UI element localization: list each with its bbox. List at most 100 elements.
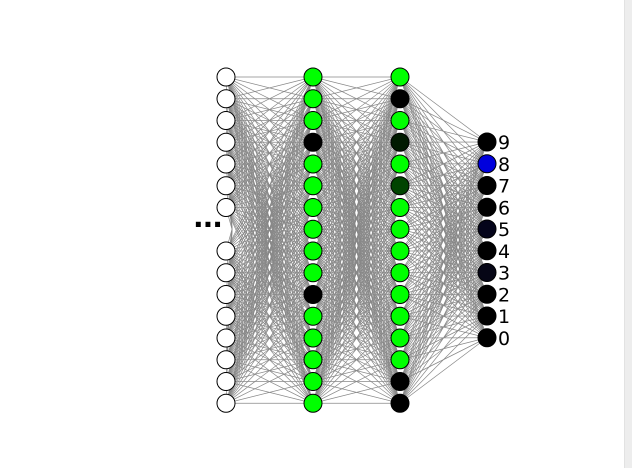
connection-line xyxy=(225,76,314,404)
connection-line xyxy=(312,337,401,404)
output-neuron xyxy=(477,132,497,152)
connection-line xyxy=(225,76,314,252)
connection-line xyxy=(399,141,488,230)
connection-line xyxy=(399,141,488,404)
hidden-2-neuron xyxy=(390,111,410,130)
output-label: 3 xyxy=(498,263,510,285)
input-ellipsis: ... xyxy=(193,201,223,234)
connection-line xyxy=(312,76,401,143)
connection-line xyxy=(225,76,314,317)
input-neuron xyxy=(216,285,236,304)
connection-line xyxy=(312,272,401,404)
output-label: 2 xyxy=(498,284,510,306)
connection-line xyxy=(399,250,488,404)
connection-line xyxy=(312,76,401,100)
connection-line xyxy=(399,141,488,295)
output-neuron xyxy=(477,219,497,239)
connection-line xyxy=(312,76,401,339)
hidden-1-neuron xyxy=(303,350,323,370)
connection-line xyxy=(399,337,488,404)
connection-line xyxy=(399,141,488,382)
connection-line xyxy=(312,76,401,404)
hidden-1-neuron xyxy=(303,67,323,87)
hidden-2-neuron xyxy=(390,198,410,217)
scrollbar[interactable] xyxy=(624,0,632,468)
connection-line xyxy=(225,76,314,339)
connection-line xyxy=(399,76,488,143)
hidden-1-neuron xyxy=(303,219,323,239)
hidden-2-neuron xyxy=(390,328,410,348)
connection-line xyxy=(399,228,488,404)
connection-line xyxy=(312,76,401,252)
input-neuron xyxy=(216,198,236,217)
input-neuron xyxy=(216,176,236,196)
input-neuron xyxy=(216,328,236,348)
output-neuron xyxy=(477,154,497,174)
connection-line xyxy=(312,229,401,404)
connection-line xyxy=(399,98,488,143)
hidden-2-neuron xyxy=(390,263,410,283)
input-neuron xyxy=(216,154,236,174)
connection-line xyxy=(312,76,401,273)
connection-line xyxy=(312,76,401,230)
connection-line xyxy=(225,76,314,165)
hidden-1-neuron xyxy=(303,263,323,283)
hidden-1-neuron xyxy=(303,241,323,261)
connection-line xyxy=(225,76,314,186)
neurons xyxy=(216,67,497,413)
input-neuron xyxy=(216,241,236,261)
connection-line xyxy=(225,120,314,404)
connection-line xyxy=(312,76,401,208)
connection-line xyxy=(225,76,314,360)
connection-line xyxy=(312,76,401,382)
connection-line xyxy=(225,207,314,404)
output-neuron xyxy=(477,328,497,348)
connection-line xyxy=(399,141,488,317)
connection-line xyxy=(225,250,314,404)
connection-line xyxy=(225,142,314,404)
connection-line xyxy=(312,76,401,121)
output-label: 6 xyxy=(498,197,510,219)
hidden-1-neuron xyxy=(303,393,323,413)
connection-line xyxy=(225,316,314,404)
connection-line xyxy=(225,76,314,208)
connection-line xyxy=(225,163,314,404)
output-neuron xyxy=(477,306,497,326)
connection-line xyxy=(225,337,314,404)
connection-line xyxy=(399,207,488,404)
connection-line xyxy=(225,76,314,273)
hidden-2-neuron xyxy=(390,306,410,326)
connection-line xyxy=(312,185,401,404)
connection-lines xyxy=(225,76,488,404)
connection-line xyxy=(399,141,488,273)
hidden-1-neuron xyxy=(303,132,323,152)
connection-line xyxy=(225,76,314,143)
hidden-1-neuron xyxy=(303,328,323,348)
connection-line xyxy=(225,76,314,295)
connection-line xyxy=(312,316,401,404)
connection-line xyxy=(312,76,401,186)
hidden-2-neuron xyxy=(390,393,410,413)
input-neuron xyxy=(216,263,236,283)
connection-line xyxy=(399,315,488,404)
input-neuron xyxy=(216,350,236,370)
connection-line xyxy=(399,163,488,404)
connection-line xyxy=(225,98,314,404)
hidden-2-neuron xyxy=(390,285,410,304)
connection-line xyxy=(225,76,314,121)
input-neuron xyxy=(216,372,236,391)
connection-line xyxy=(399,141,488,165)
output-label: 4 xyxy=(498,241,510,263)
input-neuron xyxy=(216,306,236,326)
connection-line xyxy=(225,185,314,404)
hidden-1-neuron xyxy=(303,111,323,130)
hidden-2-neuron xyxy=(390,89,410,109)
connection-line xyxy=(399,141,488,339)
hidden-2-neuron xyxy=(390,372,410,391)
output-label: 1 xyxy=(498,306,510,328)
connection-line xyxy=(399,185,488,404)
hidden-2-neuron xyxy=(390,176,410,196)
connection-line xyxy=(225,381,314,404)
